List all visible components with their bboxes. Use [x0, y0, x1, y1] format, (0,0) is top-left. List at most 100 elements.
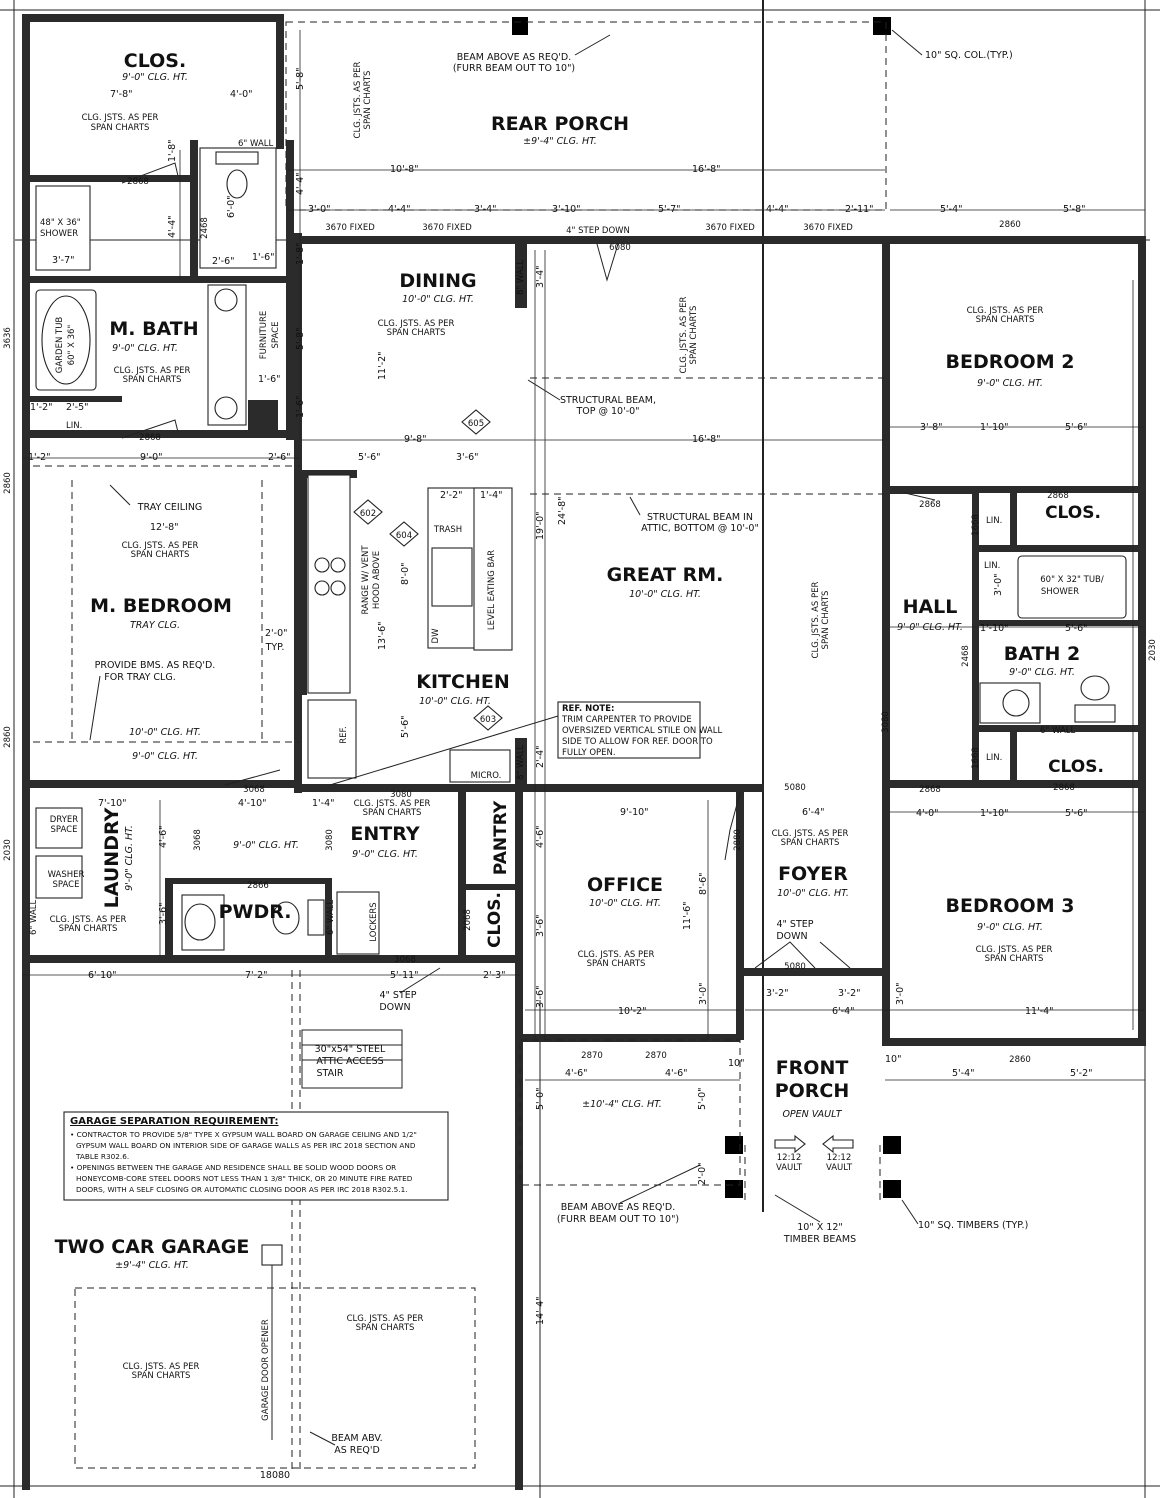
- svg-text:6" WALL: 6" WALL: [29, 899, 39, 935]
- svg-text:SPACE: SPACE: [271, 322, 281, 349]
- svg-text:3080: 3080: [325, 829, 335, 851]
- room-ceiling: ±9'-4" CLG. HT.: [115, 1260, 189, 1271]
- room-name: KITCHEN: [416, 671, 509, 693]
- svg-text:605: 605: [468, 419, 484, 429]
- svg-text:3670 FIXED: 3670 FIXED: [422, 223, 472, 233]
- svg-text:1'-4": 1'-4": [312, 798, 335, 809]
- svg-text:6080: 6080: [609, 243, 631, 253]
- washer: [35, 855, 83, 899]
- timber-column: [725, 1136, 743, 1154]
- column: [873, 17, 891, 35]
- svg-text:3068: 3068: [193, 829, 203, 851]
- room-ceiling: 10'-0" CLG. HT.: [629, 589, 701, 600]
- svg-text:12:12: 12:12: [827, 1153, 852, 1163]
- svg-text:5'-0": 5'-0": [697, 1088, 708, 1111]
- svg-text:12'-8": 12'-8": [150, 522, 179, 533]
- svg-text:603: 603: [480, 715, 496, 725]
- svg-text:FOR TRAY CLG.: FOR TRAY CLG.: [104, 672, 175, 683]
- room-name: HALL: [903, 596, 958, 618]
- svg-text:2468: 2468: [961, 645, 971, 667]
- svg-text:10": 10": [728, 1058, 744, 1069]
- svg-text:2870: 2870: [645, 1051, 667, 1061]
- garage-door-opener-box: [261, 1244, 283, 1266]
- svg-text:14'-4": 14'-4": [535, 1296, 546, 1325]
- svg-text:SPAN CHARTS: SPAN CHARTS: [976, 315, 1035, 325]
- svg-text:DRYER: DRYER: [50, 815, 78, 825]
- svg-text:AS REQ'D: AS REQ'D: [334, 1445, 380, 1456]
- svg-text:CLG. JSTS. AS PER: CLG. JSTS. AS PER: [354, 799, 431, 809]
- svg-text:60" X 36": 60" X 36": [67, 325, 77, 366]
- svg-text:3'-0": 3'-0": [698, 983, 709, 1006]
- svg-text:4'-6": 4'-6": [565, 1068, 588, 1079]
- span-chart-labels: CLG. JSTS. AS PER SPAN CHARTS CLG. JSTS.…: [50, 61, 1053, 1381]
- svg-text:3636: 3636: [3, 327, 13, 349]
- svg-text:FURNITURE: FURNITURE: [259, 311, 269, 360]
- svg-text:10'-8": 10'-8": [390, 164, 419, 175]
- svg-text:4" STEP: 4" STEP: [777, 919, 814, 930]
- svg-text:16'-8": 16'-8": [692, 434, 721, 445]
- svg-text:1'-6": 1'-6": [258, 374, 281, 385]
- room-ceiling: 9'-0" CLG. HT.: [124, 825, 135, 891]
- svg-text:13'-6": 13'-6": [377, 621, 388, 650]
- wc-room: [199, 147, 277, 269]
- svg-text:TIMBER BEAMS: TIMBER BEAMS: [783, 1234, 856, 1245]
- timber-column: [883, 1180, 901, 1198]
- svg-text:4'-6": 4'-6": [535, 826, 546, 849]
- svg-text:TYP.: TYP.: [265, 642, 285, 653]
- svg-text:6'-4": 6'-4": [802, 807, 825, 818]
- svg-text:4'-4": 4'-4": [167, 216, 178, 239]
- svg-text:1668: 1668: [971, 747, 981, 769]
- room-ceiling: 9'-0" CLG. HT.: [122, 72, 188, 83]
- svg-text:BEAM ABOVE AS REQ'D.: BEAM ABOVE AS REQ'D.: [561, 1202, 676, 1213]
- svg-text:DOWN: DOWN: [379, 1002, 410, 1013]
- svg-text:6'-0": 6'-0": [226, 196, 237, 219]
- svg-text:SPAN CHARTS: SPAN CHARTS: [123, 375, 182, 385]
- svg-text:CLG. JSTS. AS PER: CLG. JSTS. AS PER: [811, 581, 821, 658]
- svg-text:2866: 2866: [247, 881, 269, 891]
- svg-text:6'-4": 6'-4": [832, 1006, 855, 1017]
- room-name: BEDROOM 2: [946, 351, 1075, 373]
- svg-text:5'-6": 5'-6": [1065, 623, 1088, 634]
- room-ceiling: 9'-0" CLG. HT.: [1009, 667, 1075, 678]
- room-name: GREAT RM.: [607, 564, 724, 586]
- svg-text:SPAN CHARTS: SPAN CHARTS: [985, 954, 1044, 964]
- svg-text:4'-4": 4'-4": [766, 204, 789, 215]
- svg-text:TRAY CEILING: TRAY CEILING: [137, 502, 203, 513]
- svg-text:1'-4": 1'-4": [480, 490, 503, 501]
- refrigerator: [307, 699, 357, 779]
- svg-text:RANGE W/ VENT: RANGE W/ VENT: [361, 545, 371, 615]
- room-name: LAUNDRY: [101, 807, 123, 908]
- svg-text:2868: 2868: [139, 433, 161, 443]
- svg-text:10" SQ. TIMBERS (TYP.): 10" SQ. TIMBERS (TYP.): [918, 1220, 1028, 1231]
- svg-text:1'-10": 1'-10": [980, 623, 1009, 634]
- eating-bar: [473, 487, 513, 651]
- svg-text:5'-4": 5'-4": [940, 204, 963, 215]
- fixtures: [35, 147, 1127, 1440]
- room-name: BATH 2: [1004, 643, 1080, 665]
- svg-text:SPAN CHARTS: SPAN CHARTS: [363, 71, 373, 130]
- svg-text:3'-2": 3'-2": [838, 988, 861, 999]
- svg-text:(FURR BEAM OUT TO 10"): (FURR BEAM OUT TO 10"): [557, 1214, 679, 1225]
- svg-text:5080: 5080: [784, 962, 806, 972]
- svg-text:2860: 2860: [3, 726, 13, 748]
- svg-text:10": 10": [885, 1054, 901, 1065]
- room-name: BEDROOM 3: [946, 895, 1075, 917]
- svg-text:CLG. JSTS. AS PER: CLG. JSTS. AS PER: [123, 1362, 200, 1372]
- svg-text:10" X 12": 10" X 12": [797, 1222, 842, 1233]
- svg-text:CLG. JSTS. AS PER: CLG. JSTS. AS PER: [976, 945, 1053, 955]
- svg-text:LIN.: LIN.: [986, 516, 1002, 526]
- svg-text:PROVIDE BMS. AS REQ'D.: PROVIDE BMS. AS REQ'D.: [95, 660, 216, 671]
- svg-text:CLG. JSTS. AS PER: CLG. JSTS. AS PER: [122, 541, 199, 551]
- room-name: FOYER: [778, 863, 848, 885]
- svg-text:BEAM ABV.: BEAM ABV.: [331, 1433, 382, 1444]
- svg-text:6" WALL: 6" WALL: [1040, 726, 1076, 736]
- svg-text:STRUCTURAL BEAM,: STRUCTURAL BEAM,: [560, 395, 656, 406]
- svg-text:12:12: 12:12: [777, 1153, 802, 1163]
- svg-text:5'-6": 5'-6": [400, 716, 411, 739]
- svg-text:MICRO.: MICRO.: [471, 771, 502, 781]
- svg-text:19'-0": 19'-0": [535, 511, 546, 540]
- svg-text:48" X 36": 48" X 36": [40, 218, 81, 228]
- svg-text:3'-0": 3'-0": [308, 204, 331, 215]
- room-ceiling: 10'-0" CLG. HT.: [402, 294, 474, 305]
